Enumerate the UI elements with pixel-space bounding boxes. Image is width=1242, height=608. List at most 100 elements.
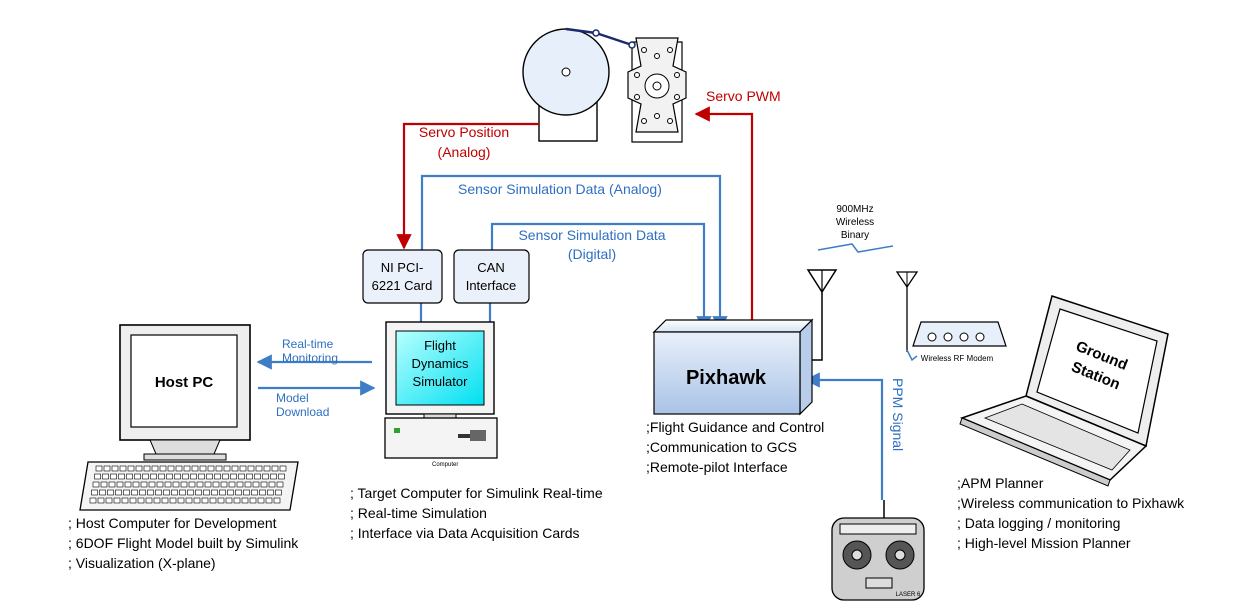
keyboard-key bbox=[131, 489, 138, 496]
keyboard-key bbox=[259, 489, 266, 496]
pixhawk-label: Pixhawk bbox=[686, 367, 767, 389]
keyboard-key bbox=[123, 489, 130, 496]
keyboard-key bbox=[211, 489, 218, 496]
keyboard-key bbox=[223, 465, 231, 472]
ground-station-laptop: Ground Station bbox=[959, 295, 1169, 487]
keyboard-key bbox=[100, 481, 108, 488]
servo-assembly bbox=[522, 27, 687, 143]
keyboard-key bbox=[143, 465, 151, 472]
keyboard-key bbox=[174, 473, 181, 480]
keyboard-key bbox=[140, 481, 148, 488]
keyboard-key bbox=[158, 473, 165, 480]
keyboard-key bbox=[252, 481, 260, 488]
keyboard-key bbox=[92, 481, 100, 488]
keyboard-key bbox=[119, 465, 127, 472]
keyboard-key bbox=[164, 481, 172, 488]
servo-pwm-label: Servo PWM bbox=[706, 88, 781, 104]
pixhawk-note-3: ;Remote-pilot Interface bbox=[646, 459, 788, 475]
keyboard-key bbox=[241, 497, 249, 504]
keyboard-key bbox=[275, 489, 282, 496]
keyboard-key bbox=[150, 473, 157, 480]
keyboard-key bbox=[172, 481, 180, 488]
keyboard-key bbox=[169, 497, 177, 504]
keyboard-key bbox=[263, 465, 271, 472]
sensor-digital-label: Sensor Simulation Data bbox=[518, 227, 665, 243]
ni-card-box bbox=[362, 249, 443, 304]
keyboard-key bbox=[103, 465, 111, 472]
sim-label-1: Flight bbox=[424, 338, 456, 353]
keyboard-key bbox=[209, 497, 217, 504]
keyboard-key bbox=[276, 481, 284, 488]
host-screen bbox=[130, 334, 238, 428]
keyboard-key bbox=[182, 473, 189, 480]
keyboard-key bbox=[94, 473, 101, 480]
keyboard-key bbox=[228, 481, 236, 488]
keyboard-key bbox=[279, 465, 287, 472]
keyboard-key bbox=[175, 465, 183, 472]
keyboard-key bbox=[110, 473, 117, 480]
ground-notes: ;APM Planner ;Wireless communication to … bbox=[957, 475, 1185, 551]
keyboard-key bbox=[247, 465, 255, 472]
keyboard-key bbox=[171, 489, 178, 496]
realtime-sublabel: Monitoring bbox=[282, 351, 338, 365]
keyboard-key bbox=[196, 481, 204, 488]
keyboard-key bbox=[129, 497, 137, 504]
modem-body bbox=[912, 321, 1007, 347]
keyboard-key bbox=[230, 473, 237, 480]
keyboard-key bbox=[260, 481, 268, 488]
keyboard-key bbox=[155, 489, 162, 496]
keyboard-key bbox=[156, 481, 164, 488]
keyboard-key bbox=[121, 497, 129, 504]
sensor-analog-arrow bbox=[420, 174, 728, 332]
keyboard-key bbox=[147, 489, 154, 496]
keyboard-key bbox=[142, 473, 149, 480]
keyboard-key bbox=[179, 489, 186, 496]
keyboard-key bbox=[139, 489, 146, 496]
laptop-keyboard bbox=[983, 403, 1131, 471]
keyboard-key bbox=[225, 497, 233, 504]
keyboard-key bbox=[233, 497, 241, 504]
keyboard-key bbox=[153, 497, 161, 504]
pixhawk-notes: ;Flight Guidance and Control ;Communicat… bbox=[646, 419, 824, 475]
keyboard-key bbox=[134, 473, 141, 480]
keyboard-key bbox=[91, 489, 98, 496]
keyboard-key bbox=[198, 473, 205, 480]
keyboard-key bbox=[201, 497, 209, 504]
laptop-screen bbox=[1036, 308, 1158, 434]
keyboard-key bbox=[220, 481, 228, 488]
ni-card-label: NI PCI- bbox=[381, 260, 424, 275]
keyboard-key bbox=[107, 489, 114, 496]
target-computer: NI PCI- 6221 Card CAN Interface Flight D… bbox=[362, 249, 530, 468]
sim-screen bbox=[395, 330, 485, 406]
keyboard-key bbox=[235, 489, 242, 496]
keyboard-key bbox=[115, 489, 122, 496]
keyboard-key bbox=[145, 497, 153, 504]
ni-card-sublabel: 6221 Card bbox=[372, 278, 433, 293]
keyboard-key bbox=[268, 481, 276, 488]
pixhawk-antenna-mast bbox=[812, 292, 823, 361]
model-label: Model bbox=[276, 391, 309, 405]
keyboard-key bbox=[249, 497, 257, 504]
keyboard-key bbox=[161, 497, 169, 504]
rf-modem: Wireless RF Modem bbox=[895, 271, 1007, 363]
keyboard-key bbox=[246, 473, 253, 480]
keyboard-key bbox=[239, 465, 247, 472]
computer-caption: Computer bbox=[432, 462, 458, 468]
ground-note-1: ;APM Planner bbox=[957, 475, 1044, 491]
keyboard-key bbox=[89, 497, 97, 504]
keyboard-key bbox=[199, 465, 207, 472]
keyboard-key bbox=[217, 497, 225, 504]
target-note-3: ; Interface via Data Acquisition Cards bbox=[350, 525, 580, 541]
keyboard-key bbox=[193, 497, 201, 504]
keyboard-key bbox=[215, 465, 223, 472]
keyboard-key bbox=[163, 489, 170, 496]
keyboard-key bbox=[97, 497, 105, 504]
target-notes: ; Target Computer for Simulink Real-time… bbox=[350, 485, 603, 541]
keyboard-key bbox=[270, 473, 277, 480]
host-pc: Host PC bbox=[79, 324, 299, 511]
rc-transmitter: LASER 6 bbox=[831, 500, 925, 601]
keyboard-key bbox=[166, 473, 173, 480]
target-note-1: ; Target Computer for Simulink Real-time bbox=[350, 485, 603, 501]
can-interface-box bbox=[453, 249, 530, 304]
